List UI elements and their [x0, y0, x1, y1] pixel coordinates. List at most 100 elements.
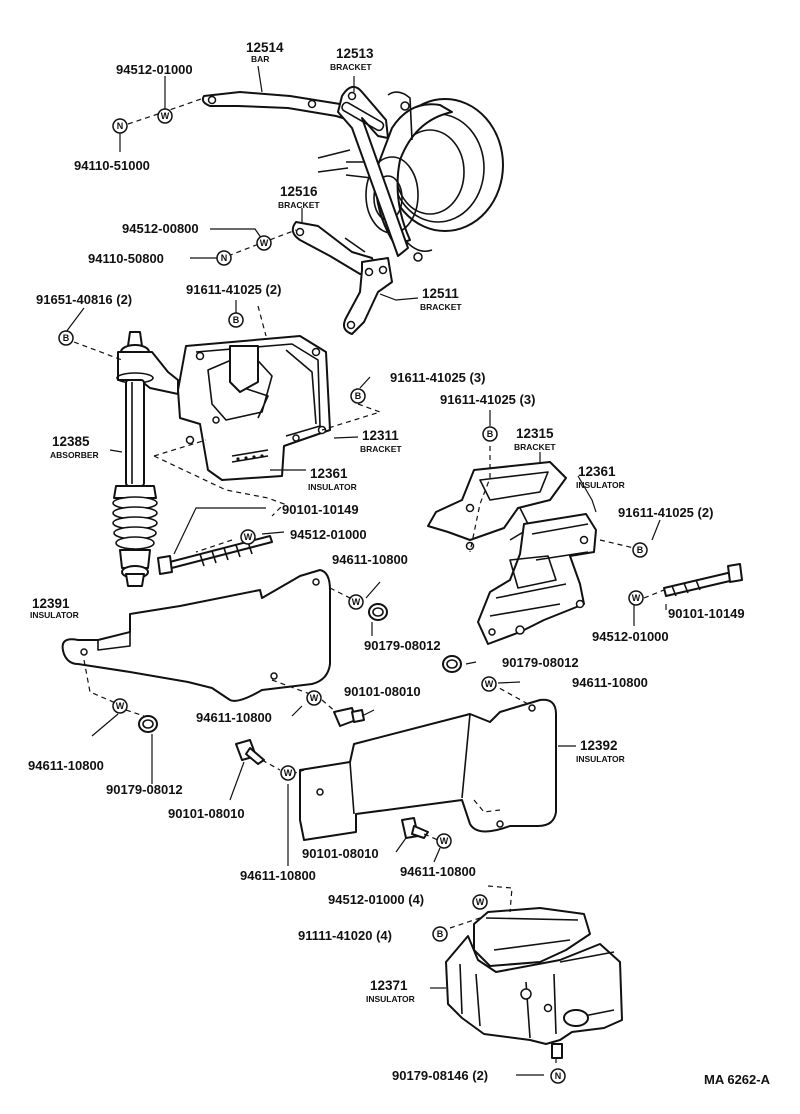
svg-text:W: W [161, 111, 170, 121]
svg-text:W: W [310, 693, 319, 703]
hardware-90101-10149: 90101-10149 [282, 502, 359, 517]
hardware-94512-01000: 94512-01000 [116, 62, 193, 77]
hardware-90179-08012: 90179-08012 [502, 655, 579, 670]
bracket-12516-drawing [291, 221, 377, 275]
svg-text:W: W [116, 701, 125, 711]
hardware-90179-08012: 90179-08012 [106, 782, 183, 797]
hardware-90101-08010: 90101-08010 [168, 806, 245, 821]
part-name-bracket: BRACKET [330, 62, 372, 72]
hardware-94512-00800: 94512-00800 [122, 221, 199, 236]
insulator-12361-right-drawing [477, 513, 597, 645]
hardware-90101-10149: 90101-10149 [668, 606, 745, 621]
part-number-12392: 12392 [580, 738, 618, 753]
part-name-bracket: BRACKET [420, 302, 462, 312]
svg-text:W: W [352, 597, 361, 607]
part-name-insulator: INSULATOR [576, 480, 625, 490]
svg-text:N: N [221, 253, 228, 263]
leader-lines [65, 65, 667, 1076]
bolt-symbol: B [228, 312, 244, 328]
part-name-bracket: BRACKET [360, 444, 402, 454]
bracket-12311-drawing [177, 335, 331, 481]
part-number-12361: 12361 [578, 464, 616, 479]
part-number-12371: 12371 [370, 978, 408, 993]
hardware-91111-41020: 91111-41020 (4) [298, 928, 392, 943]
nut-symbol: N [112, 118, 128, 134]
bolt-small-drawings [235, 707, 429, 839]
part-name-bracket: BRACKET [278, 200, 320, 210]
hardware-94611-10800: 94611-10800 [28, 758, 104, 773]
insulator-12391-drawing [61, 569, 331, 702]
bracket-12513-drawing [337, 85, 409, 257]
part-number-12516: 12516 [280, 184, 318, 199]
svg-text:W: W [476, 897, 485, 907]
hardware-91611-41025: 91611-41025 (2) [618, 505, 713, 520]
hardware-94611-10800: 94611-10800 [332, 552, 408, 567]
svg-text:W: W [260, 238, 269, 248]
bolt-symbol: B [58, 330, 74, 346]
hardware-94110-51000: 94110-51000 [74, 158, 150, 173]
insulator-12371-drawing [445, 907, 623, 1059]
svg-text:N: N [117, 121, 124, 131]
washer-symbol: W [628, 590, 644, 606]
svg-text:W: W [244, 532, 253, 542]
part-number-12391: 12391 [32, 596, 70, 611]
svg-text:W: W [284, 768, 293, 778]
part-name-insulator: INSULATOR [30, 610, 79, 620]
washer-symbol: W [348, 594, 364, 610]
washer-symbol: W [280, 765, 296, 781]
washer-symbol: W [157, 108, 173, 124]
hardware-91611-41025: 91611-41025 (3) [440, 392, 535, 407]
part-number-12511: 12511 [422, 286, 459, 301]
part-number-12311: 12311 [362, 428, 399, 443]
bolt-90101-10149-right-drawing [663, 563, 743, 597]
washer-symbol: W [112, 698, 128, 714]
part-name-insulator: INSULATOR [308, 482, 357, 492]
hardware-94512-01000: 94512-01000 [290, 527, 367, 542]
part-name-insulator: INSULATOR [576, 754, 625, 764]
insulator-12392-drawing [299, 698, 557, 841]
washer-symbol: W [472, 894, 488, 910]
bolt-symbol: B [432, 926, 448, 942]
hardware-90101-08010: 90101-08010 [302, 846, 379, 861]
part-number-12361: 12361 [310, 466, 348, 481]
bolt-symbol: B [632, 542, 648, 558]
flange-nut-symbol: N [550, 1068, 566, 1084]
bracket-12511-drawing [343, 257, 393, 335]
washer-symbol: W [306, 690, 322, 706]
svg-text:B: B [355, 391, 362, 401]
part-number-12513: 12513 [336, 46, 374, 61]
part-number-12385: 12385 [52, 434, 90, 449]
hardware-91611-41025: 91611-41025 (3) [390, 370, 485, 385]
svg-text:B: B [233, 315, 240, 325]
diagram-reference-code: MA 6262-A [704, 1072, 771, 1087]
hardware-94611-10800: 94611-10800 [196, 710, 272, 725]
bolt-symbol: B [350, 388, 366, 404]
washer-symbol: W [436, 833, 452, 849]
part-name-insulator: INSULATOR [366, 994, 415, 1004]
hardware-94611-10800: 94611-10800 [400, 864, 476, 879]
bar-12514-drawing [201, 91, 361, 123]
washer-symbol: W [256, 235, 272, 251]
svg-text:N: N [555, 1071, 562, 1081]
bolt-90101-10149-left-drawing [157, 535, 273, 575]
washer-symbol: W [481, 676, 497, 692]
part-number-12514: 12514 [246, 40, 284, 55]
hardware-94512-01000: 94512-01000 [592, 629, 669, 644]
hardware-90179-08146: 90179-08146 (2) [392, 1068, 488, 1083]
bolt-symbol: B [482, 426, 498, 442]
hardware-91611-41025: 91611-41025 (2) [186, 282, 281, 297]
washer-symbol: W [240, 529, 256, 545]
hardware-94512-01000: 94512-01000 (4) [328, 892, 424, 907]
hardware-90101-08010: 90101-08010 [344, 684, 421, 699]
svg-text:W: W [440, 836, 449, 846]
hardware-94611-10800: 94611-10800 [240, 868, 316, 883]
part-name-bar: BAR [251, 54, 269, 64]
svg-text:W: W [485, 679, 494, 689]
svg-text:B: B [487, 429, 494, 439]
svg-text:B: B [637, 545, 644, 555]
svg-text:B: B [63, 333, 70, 343]
nut-symbol: N [216, 250, 232, 266]
hardware-94110-50800: 94110-50800 [88, 251, 164, 266]
svg-text:B: B [437, 929, 444, 939]
hardware-91651-40816: 91651-40816 (2) [36, 292, 132, 307]
